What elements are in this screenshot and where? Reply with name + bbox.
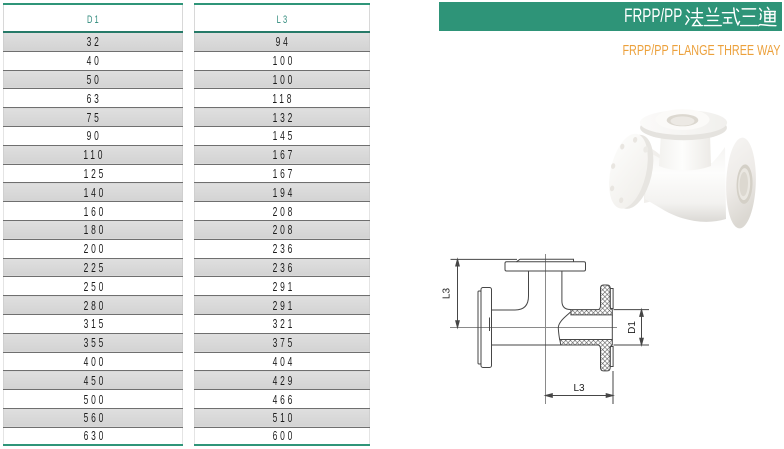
svg-text:L3: L3 [442,288,453,300]
svg-text:L3: L3 [573,383,585,394]
svg-text:D1: D1 [627,321,638,334]
